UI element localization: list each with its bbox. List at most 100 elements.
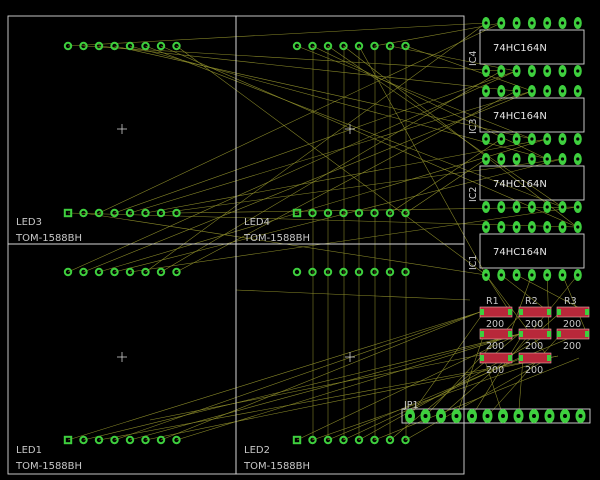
airwire xyxy=(129,45,548,160)
jp1-pin xyxy=(467,409,477,423)
jp1-pin xyxy=(498,409,508,423)
airwire xyxy=(389,138,502,214)
led-pad-top xyxy=(385,41,395,51)
resistor-4: 200 xyxy=(518,328,552,352)
airwire xyxy=(129,206,578,273)
led4-part: TOM-1588BH xyxy=(243,233,310,244)
airwire xyxy=(67,22,487,47)
ic-pin xyxy=(497,269,506,281)
jp1-pin xyxy=(451,409,462,423)
led-pad-top xyxy=(141,41,150,51)
resistor-6-value: 200 xyxy=(486,365,504,376)
jp1-pins xyxy=(405,409,586,423)
resistor-7-value: 200 xyxy=(525,365,543,376)
led-pad-top xyxy=(292,41,302,51)
airwire xyxy=(296,45,533,140)
ic-pin xyxy=(497,201,506,213)
ic-pin xyxy=(558,201,567,213)
airwire xyxy=(67,70,517,273)
led1-name: LED1 xyxy=(16,445,42,456)
ic-pin xyxy=(482,85,490,97)
airwire xyxy=(343,357,520,441)
led-pad-top xyxy=(125,41,135,51)
led-pad-top xyxy=(308,41,317,51)
resistor-headers: R1 R2 R3 xyxy=(486,296,577,307)
airwire xyxy=(129,90,533,214)
led-pad-top xyxy=(110,41,119,51)
airwire xyxy=(160,45,578,228)
led-pad-top xyxy=(370,41,379,51)
airwire xyxy=(296,333,520,441)
ic4-ref: IC4 xyxy=(468,51,479,66)
r3-ref: R3 xyxy=(564,296,577,307)
led-pad-top xyxy=(354,41,364,51)
airwire xyxy=(145,138,548,214)
led-pad-top xyxy=(156,267,166,277)
resistor-5: 200 xyxy=(556,328,590,352)
resistor-5-value: 200 xyxy=(563,341,581,352)
airwire xyxy=(67,212,578,228)
airwire xyxy=(327,45,563,208)
ic-pin xyxy=(512,85,521,97)
ic-pin xyxy=(573,269,582,281)
led4-name: LED4 xyxy=(244,217,270,228)
led-pad-bottom xyxy=(156,435,166,445)
ic-pins xyxy=(482,17,582,281)
led-display-outlines xyxy=(7,15,465,475)
resistor-2: 200 xyxy=(556,306,590,330)
airwire xyxy=(83,333,520,441)
ic-pin xyxy=(573,85,582,97)
airwire xyxy=(405,357,550,441)
airwire xyxy=(562,274,588,335)
led-pad-top xyxy=(63,267,73,277)
led-pad-top xyxy=(79,41,88,51)
led-pad-square xyxy=(63,208,73,218)
led1-part: TOM-1588BH xyxy=(15,461,82,472)
ic-pin xyxy=(527,221,536,233)
resistor-3: 200 xyxy=(479,328,513,352)
led-pad-bottom xyxy=(323,435,333,445)
ic-pin xyxy=(558,85,567,97)
ic-pin xyxy=(558,153,567,165)
led-pad-bottom xyxy=(125,208,135,218)
ic-pin xyxy=(512,17,521,29)
airwire xyxy=(176,333,520,441)
ic-pin xyxy=(573,153,582,165)
ic-pin xyxy=(527,65,536,77)
airwire xyxy=(485,274,511,313)
led-pad-top xyxy=(308,267,317,277)
ic-pin xyxy=(527,17,536,29)
led-pad-bottom xyxy=(339,435,348,445)
airwire xyxy=(98,45,517,92)
ic-pin xyxy=(558,133,567,145)
jp1-pin xyxy=(513,409,524,423)
jp1-pin xyxy=(560,409,570,423)
ic-pin xyxy=(482,133,490,145)
jp1-pin xyxy=(482,409,493,423)
airwire xyxy=(114,158,563,273)
led3-part: TOM-1588BH xyxy=(15,233,82,244)
resistor-2-value: 200 xyxy=(563,319,581,330)
airwire xyxy=(114,70,517,214)
led-pad-bottom xyxy=(385,435,395,445)
airwire xyxy=(235,289,471,301)
ic-pin xyxy=(497,153,506,165)
led-pad-top xyxy=(94,41,104,51)
led2-outline xyxy=(235,243,465,475)
airwire xyxy=(405,158,487,214)
led-pad-top xyxy=(401,41,410,51)
ic3-ref: IC3 xyxy=(468,119,479,134)
led-pad-top xyxy=(125,267,135,277)
ic-pin xyxy=(558,65,567,77)
ic-pin xyxy=(512,65,521,77)
airwire xyxy=(374,22,502,47)
ic-pin xyxy=(512,153,521,165)
resistor-4-value: 200 xyxy=(525,341,543,352)
resistor-7: 200 xyxy=(518,352,552,376)
airwire xyxy=(160,158,563,214)
led-pad-square xyxy=(63,435,73,445)
airwire xyxy=(485,274,550,359)
ic-pin xyxy=(497,221,506,233)
led-pad-bottom xyxy=(125,435,135,445)
led-pad-top xyxy=(401,267,410,277)
